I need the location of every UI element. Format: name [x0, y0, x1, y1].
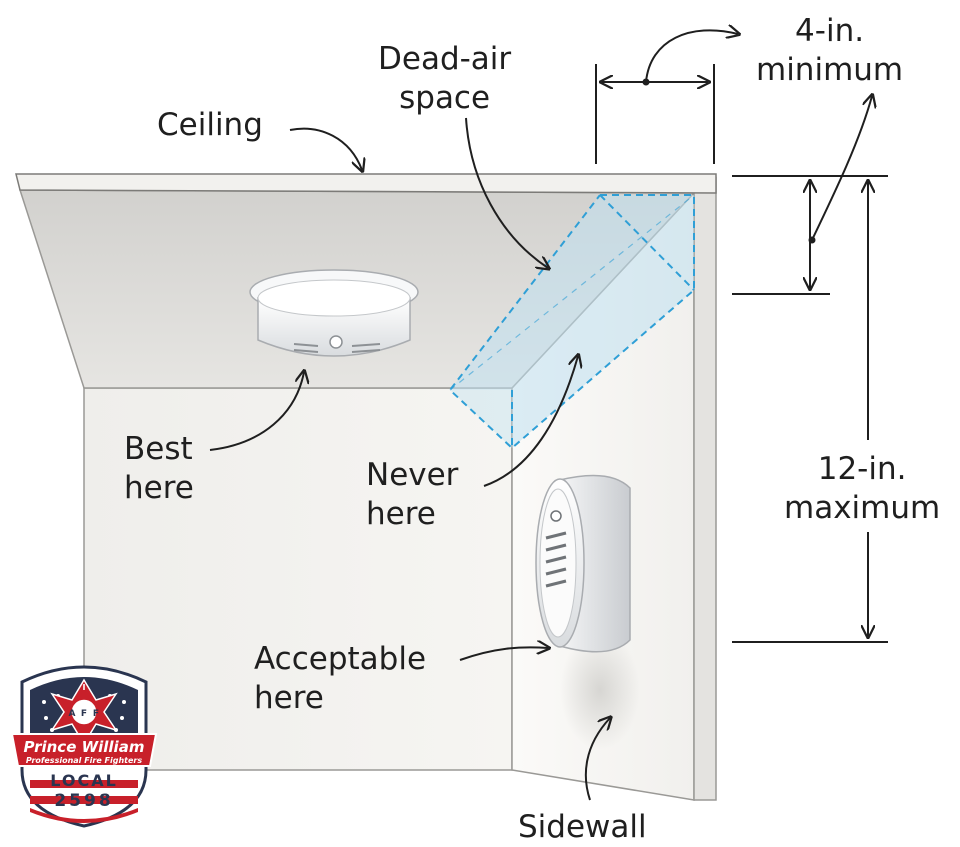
logo-emblem-letter-3: F	[81, 709, 87, 719]
dead-air-label: Dead-air space	[378, 40, 511, 118]
dead-air-pointer	[465, 117, 548, 268]
dead-air-label-line1: Dead-air	[378, 41, 512, 77]
four-in-min-line2: minimum	[756, 52, 904, 88]
best-here-line2: here	[124, 470, 194, 506]
twelve-in-max-line1: 12-in.	[817, 451, 907, 487]
dead-air-label-line2: space	[399, 80, 491, 116]
four-in-min-label: 4-in. minimum	[756, 12, 903, 90]
ceiling-label-text: Ceiling	[157, 107, 263, 143]
dimension-4in	[595, 30, 738, 164]
twelve-in-max-label: 12-in. maximum	[784, 450, 940, 528]
never-here-line1: Never	[366, 457, 459, 493]
logo-local-word: LOCAL	[50, 771, 118, 790]
pointer-arrows	[209, 117, 610, 801]
never-here-line2: here	[366, 496, 436, 532]
ceiling-pointer	[289, 127, 362, 170]
logo-name-line1: Prince William	[24, 738, 145, 756]
dead-air-zone	[448, 194, 695, 450]
sidewall-label-text: Sidewall	[518, 809, 647, 845]
logo-emblem-letter-4: F	[93, 709, 99, 719]
acceptable-here-line1: Acceptable	[254, 641, 427, 677]
logo-name-line2: Professional Fire Fighters	[26, 756, 143, 765]
prince-william-ff-logo: Prince William Professional Fire Fighter…	[10, 665, 158, 828]
never-pointer	[483, 356, 578, 487]
dimension-12in	[732, 96, 888, 643]
acceptable-here-label: Acceptable here	[254, 640, 426, 718]
acceptable-pointer	[459, 647, 548, 661]
ceiling-label: Ceiling	[157, 106, 263, 145]
ceiling-smoke-detector	[249, 269, 419, 357]
logo-local-number: 2598	[54, 791, 113, 811]
logo-emblem-letter-2: A	[69, 709, 76, 719]
sidewall-label: Sidewall	[518, 808, 647, 847]
best-here-label: Best here	[124, 430, 194, 508]
sidewall-pointer	[584, 718, 610, 801]
sidewall-smoke-detector	[535, 474, 631, 653]
detector-shadow	[560, 630, 640, 750]
twelve-in-max-line2: maximum	[784, 490, 941, 526]
sidewall-edge	[693, 176, 717, 801]
ceiling-slab	[15, 173, 717, 194]
never-here-label: Never here	[366, 456, 458, 534]
four-in-min-line1: 4-in.	[795, 13, 865, 49]
best-here-line1: Best	[124, 431, 193, 467]
acceptable-here-line2: here	[254, 680, 324, 716]
logo-emblem-letter-1: I	[83, 683, 86, 692]
best-pointer	[209, 372, 304, 451]
